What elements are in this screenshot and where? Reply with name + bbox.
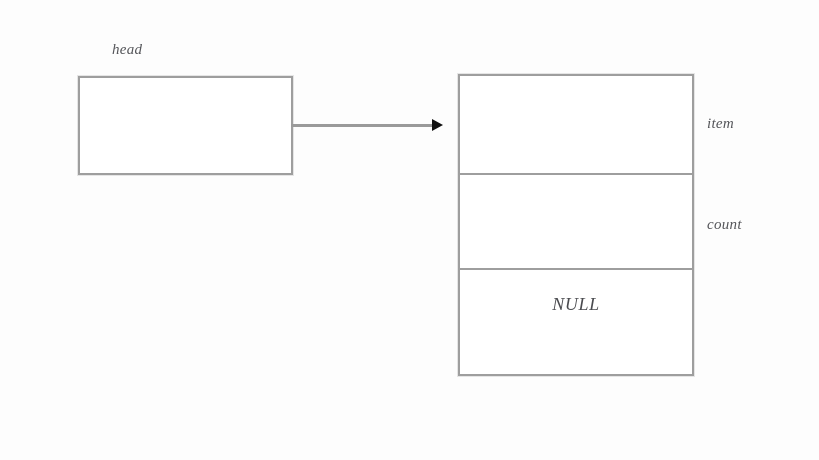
- head-pointer-box: [78, 76, 293, 175]
- head-pointer-label: head: [112, 42, 143, 58]
- arrow-right-icon: [432, 119, 443, 131]
- node-cell-item: [460, 76, 692, 175]
- node-cell-count: [460, 175, 692, 270]
- node-cell-next: NULL: [460, 270, 692, 374]
- field-label-count: count: [707, 217, 742, 233]
- list-node-box: NULL: [458, 74, 694, 376]
- head-to-node-connector: [291, 118, 446, 136]
- field-label-item: item: [707, 116, 735, 132]
- node-cell-next-value: NULL: [552, 294, 600, 314]
- connector-line: [291, 124, 435, 127]
